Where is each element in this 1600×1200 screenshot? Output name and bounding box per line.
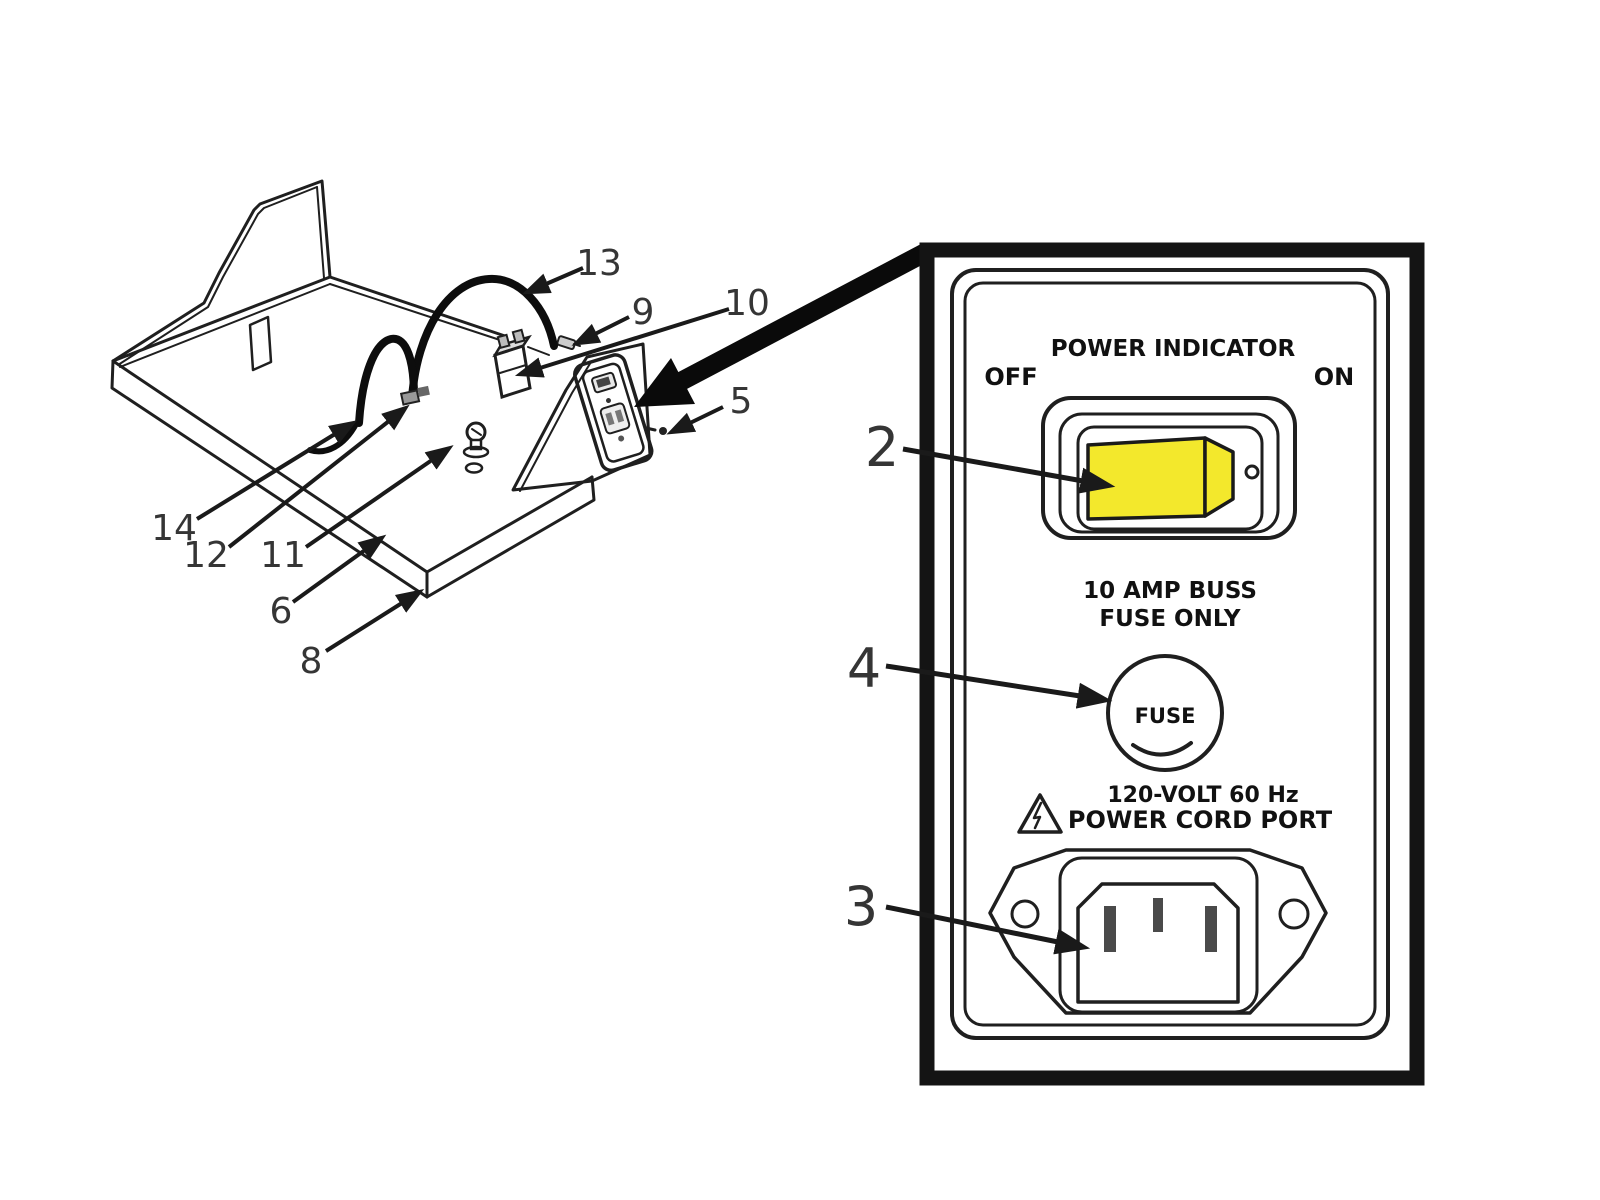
rocker-front-face <box>1086 436 1207 521</box>
panel-frame-outer <box>950 268 1390 1040</box>
power-cord-port <box>988 848 1328 1015</box>
callout-6: 6 <box>270 591 293 632</box>
zoom-callout-arrow <box>634 242 933 407</box>
fuse-cap-label: FUSE <box>1135 704 1196 728</box>
callout-10: 10 <box>724 283 770 324</box>
chassis-assembly <box>110 179 667 599</box>
prong-left <box>1104 906 1116 952</box>
callout-12: 12 <box>183 535 229 576</box>
callout-13: 13 <box>576 243 622 284</box>
cable-connector <box>399 389 421 406</box>
panel-frame-inner <box>963 281 1377 1027</box>
callout-9: 9 <box>632 292 655 333</box>
on-label: ON <box>1314 363 1355 391</box>
panel-outer-border <box>919 242 1425 1086</box>
off-label: OFF <box>984 363 1037 391</box>
power-switch <box>1041 396 1297 540</box>
warning-icon <box>1017 793 1063 834</box>
chassis-back-wall <box>111 179 332 368</box>
fuse-holder: FUSE <box>1106 654 1224 772</box>
rocker-side-face <box>1203 436 1235 518</box>
chassis-callouts: 13 9 10 5 14 12 11 6 8 <box>151 243 770 682</box>
callout-3: 3 <box>844 875 878 938</box>
mount-hole-right <box>1278 898 1310 930</box>
panel-callouts: 2 4 3 <box>844 416 1116 955</box>
chassis-floor-slot <box>248 315 273 372</box>
callout-5: 5 <box>730 381 753 422</box>
terminal-block <box>492 328 532 399</box>
power-panel-detail: POWER INDICATOR OFF ON 10 AMP BUSS FUSE … <box>919 242 1425 1086</box>
switch-indicator-dot <box>1244 464 1260 480</box>
callout-2: 2 <box>865 416 899 479</box>
fuse-caption-line1: 10 AMP BUSS <box>1083 578 1257 604</box>
fuse-caption-line2: FUSE ONLY <box>1099 606 1241 632</box>
terminal-screw <box>556 335 581 351</box>
power-entry-module <box>573 353 654 473</box>
callout-4: 4 <box>847 637 881 700</box>
chassis-floor <box>110 275 596 599</box>
callout-14: 14 <box>151 508 197 549</box>
ground-screw <box>462 421 490 474</box>
prong-ground <box>1153 898 1163 932</box>
port-caption-line1: 120-VOLT 60 Hz <box>1107 783 1298 808</box>
mount-hole-left <box>1010 899 1040 929</box>
callout-11: 11 <box>260 535 306 576</box>
prong-right <box>1205 906 1217 952</box>
power-indicator-label: POWER INDICATOR <box>1051 336 1296 362</box>
port-caption-line2: POWER CORD PORT <box>1068 806 1333 834</box>
module-screw <box>644 426 667 435</box>
callout-8: 8 <box>300 641 323 682</box>
